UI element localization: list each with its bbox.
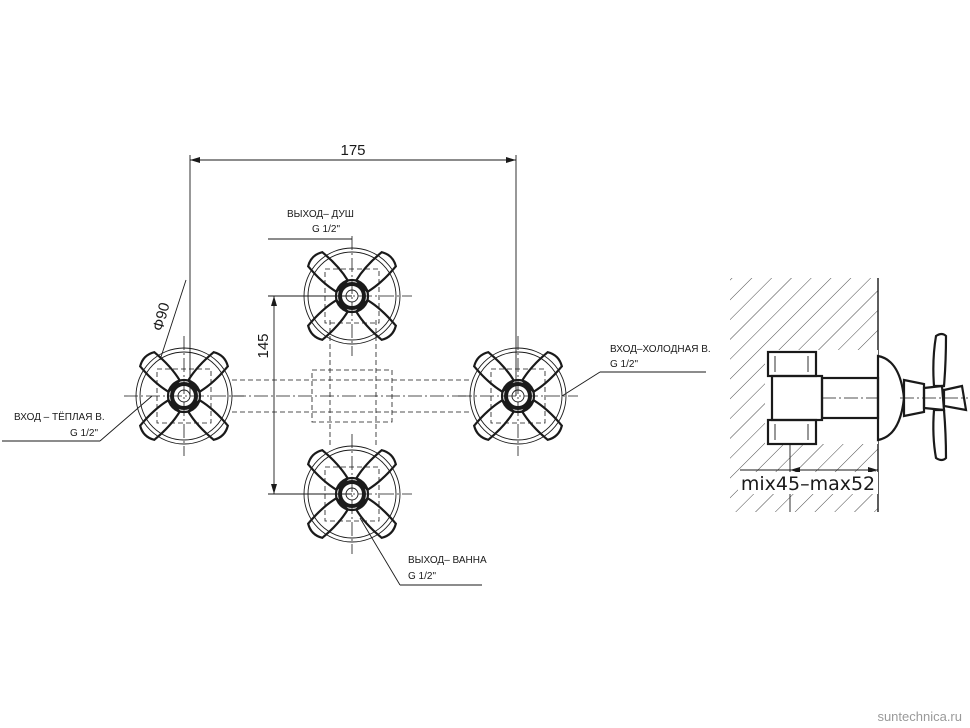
dim-145-text: 145 [255,333,272,358]
side-view: mix45–max52 [730,278,968,512]
watermark: suntechnica.ru [877,709,962,724]
label-cold-in: ВХОД–ХОЛОДНАЯ В. G 1/2" [561,344,711,397]
warm-in-thread: G 1/2" [70,428,98,439]
warm-valve-handle [104,316,264,476]
depth-dimension-text: mix45–max52 [741,473,875,495]
shower-out-thread: G 1/2" [312,224,340,235]
bath-out-title: ВЫХОД– ВАННА [408,555,487,566]
bath-out-thread: G 1/2" [408,571,436,582]
label-shower-out: ВЫХОД– ДУШ G 1/2" [268,209,354,240]
cold-valve-handle [438,316,598,476]
cold-in-title: ВХОД–ХОЛОДНАЯ В. [610,344,711,355]
dimension-175: 175 [189,142,517,396]
dim-175-text: 175 [340,142,365,159]
label-bath-out: ВЫХОД– ВАННА G 1/2" [359,517,487,586]
dimension-diameter: Φ90 [150,279,187,361]
dimension-145: 145 [255,295,352,495]
warm-in-title: ВХОД – ТЁПЛАЯ В. [14,411,105,423]
shower-out-title: ВЫХОД– ДУШ [287,209,354,220]
label-warm-in: ВХОД – ТЁПЛАЯ В. G 1/2" [2,395,153,442]
cold-in-thread: G 1/2" [610,359,638,370]
hidden-pipework [232,320,470,448]
dim-diameter-text: Φ90 [150,301,174,333]
